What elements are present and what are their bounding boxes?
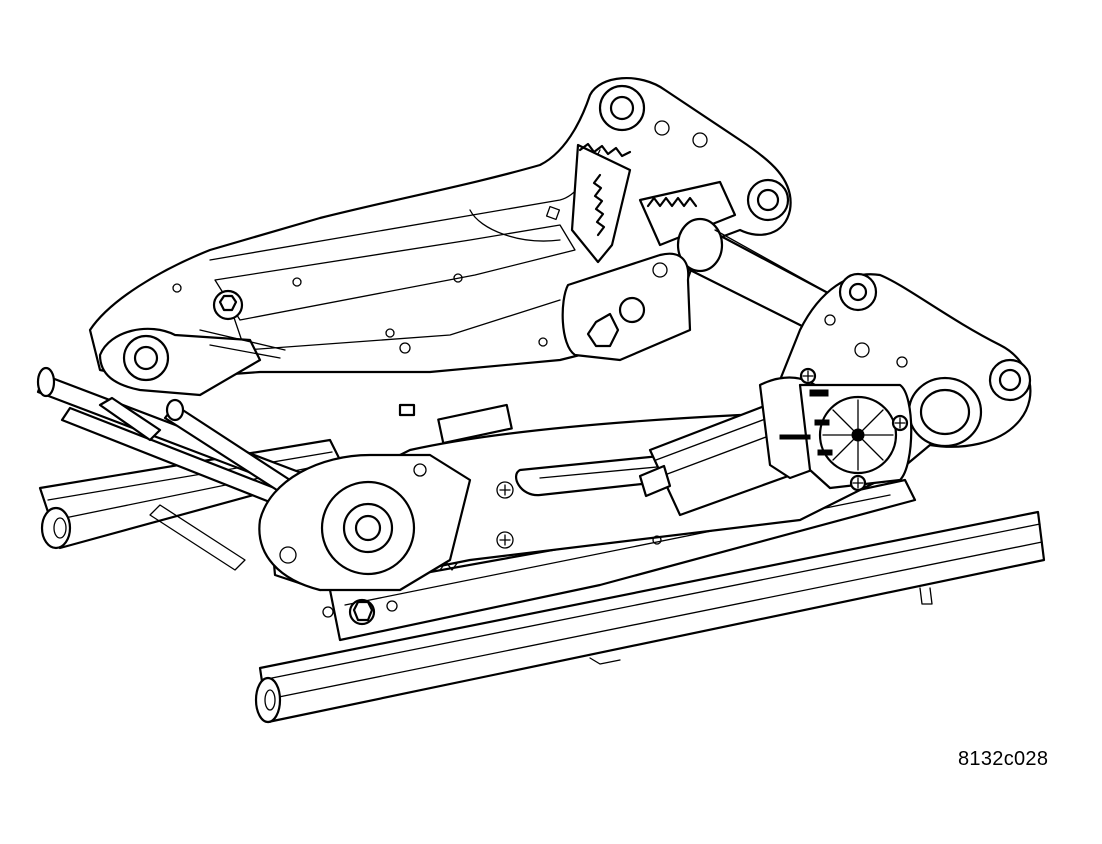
adjuster-motor — [638, 367, 913, 517]
front-axle-shafts — [36, 366, 322, 512]
lift-link — [561, 252, 692, 362]
front-seat-rail — [254, 510, 1046, 724]
front-left-pivot — [98, 289, 286, 397]
figure-id-label: 8132c028 — [958, 748, 1049, 770]
recliner-gear-sector — [570, 142, 737, 264]
recliner-hub — [258, 453, 472, 592]
hardware-details — [149, 403, 513, 571]
